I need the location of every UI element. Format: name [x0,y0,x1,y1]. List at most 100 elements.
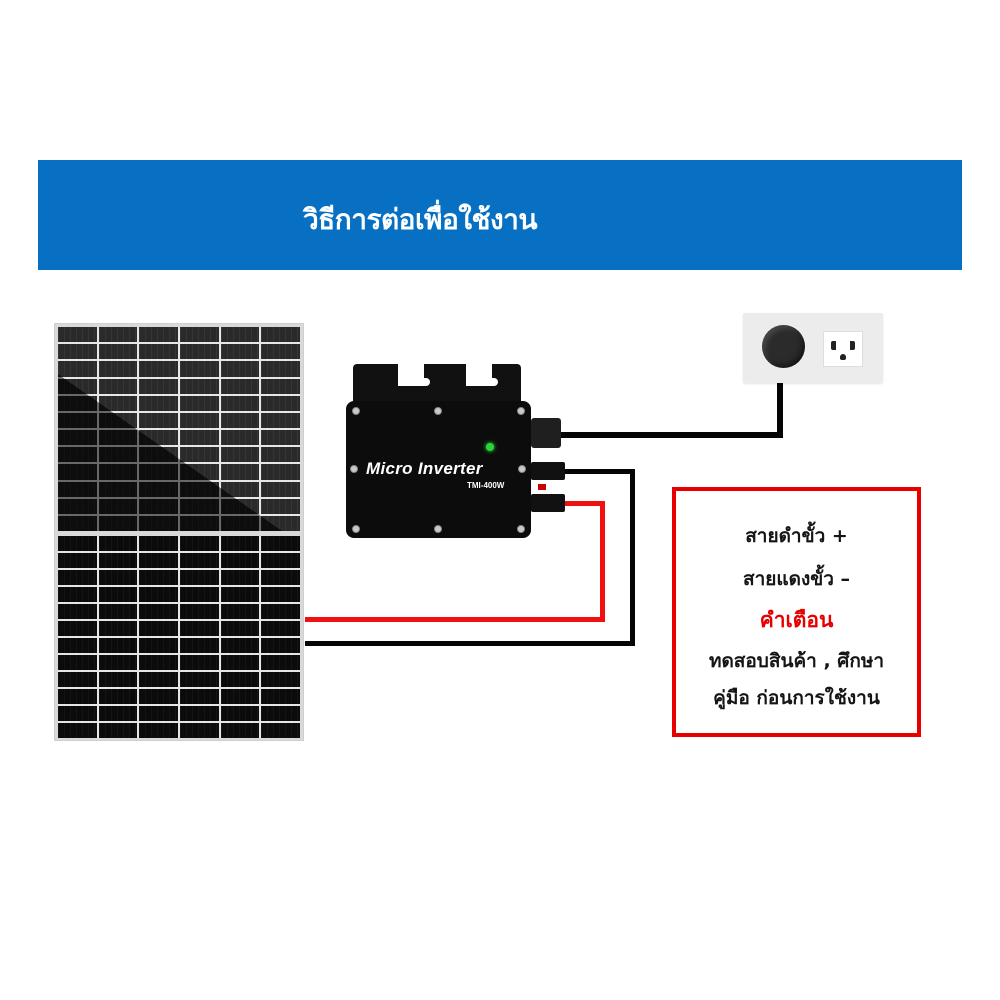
solar-cell [220,587,260,602]
solar-cell [58,464,97,480]
solar-cell [58,344,97,360]
solar-cell [180,655,219,670]
solar-cell [139,395,178,411]
solar-cell [98,706,138,721]
solar-cell [261,621,300,636]
solar-cell [261,536,300,551]
solar-cell [98,553,138,568]
solar-cell [261,361,300,377]
solar-cell [58,430,97,446]
solar-cell [58,553,97,568]
solar-cell [180,587,219,602]
solar-cell [261,553,300,568]
solar-cell [58,723,97,738]
ac-cable-vertical [777,360,783,438]
solar-cell [261,672,300,687]
solar-cell [139,344,178,360]
solar-cell [139,378,178,394]
solar-cell [220,672,260,687]
solar-cell [58,604,97,619]
solar-cell [58,361,97,377]
solar-cell [98,638,138,653]
solar-cell [220,447,260,463]
solar-cell [180,464,219,480]
ac-cable-gland [531,418,561,448]
solar-cell [98,604,138,619]
solar-cell [220,604,260,619]
micro-inverter: Micro Inverter TMI-400W [346,401,531,538]
solar-cell [261,327,300,343]
black-wire-vertical [630,469,635,646]
solar-cell [220,412,260,428]
note-warning-heading: คำเตือน [759,608,834,632]
solar-cell [58,395,97,411]
solar-cell [220,655,260,670]
solar-cell [220,553,260,568]
solar-cell [261,430,300,446]
solar-cell [139,587,178,602]
solar-cell [220,706,260,721]
solar-cell [180,672,219,687]
solar-cell [180,481,219,497]
solar-cell [58,689,97,704]
solar-cell [98,412,138,428]
solar-cell [98,655,138,670]
note-warning-text-2: คู่มือ ก่อนการใช้งาน [713,687,880,709]
solar-cell [98,344,138,360]
solar-cell [261,638,300,653]
solar-cell [98,481,138,497]
solar-cell [98,621,138,636]
inverter-mounting-bracket [353,364,521,406]
solar-cell [98,570,138,585]
black-wire-horizontal-top [565,469,635,474]
solar-cell [139,361,178,377]
note-black-wire-positive: สายดำขั้ว + [745,525,848,547]
solar-cell [139,327,178,343]
solar-cell [180,498,219,514]
solar-cell [98,672,138,687]
solar-cell [220,361,260,377]
red-wire-horizontal-bottom [305,617,605,622]
solar-cell [220,638,260,653]
solar-cell [261,655,300,670]
solar-cell [261,378,300,394]
solar-cell [139,655,178,670]
solar-cell [180,621,219,636]
solar-cell [261,604,300,619]
solar-cell [261,706,300,721]
solar-cell [261,447,300,463]
solar-cell [261,464,300,480]
solar-cell [98,723,138,738]
solar-cell [180,689,219,704]
black-wire-horizontal-bottom [305,641,635,646]
page-title: วิธีการต่อเพื่อใช้งาน [302,203,538,236]
solar-cell [58,481,97,497]
header-banner: วิธีการต่อเพื่อใช้งาน [38,160,962,270]
solar-cell [98,327,138,343]
solar-cell [220,536,260,551]
solar-cell [139,672,178,687]
solar-cell [220,378,260,394]
solar-cell [220,498,260,514]
solar-cell [180,447,219,463]
solar-cell [139,723,178,738]
solar-cell [261,689,300,704]
solar-cell [220,689,260,704]
solar-cell [180,361,219,377]
note-warning-text-1: ทดสอบสินค้า , ศึกษา [708,650,885,672]
solar-cell [98,447,138,463]
solar-cell [139,604,178,619]
solar-cell [261,723,300,738]
solar-cell [58,672,97,687]
solar-cell [220,395,260,411]
solar-cell [139,412,178,428]
solar-cell [58,570,97,585]
solar-cell [58,655,97,670]
dc-connector-black [531,462,565,480]
solar-cell [98,361,138,377]
solar-cell [261,587,300,602]
solar-cell [58,447,97,463]
solar-cell [139,430,178,446]
solar-cell [58,638,97,653]
power-plug-icon [762,325,805,368]
